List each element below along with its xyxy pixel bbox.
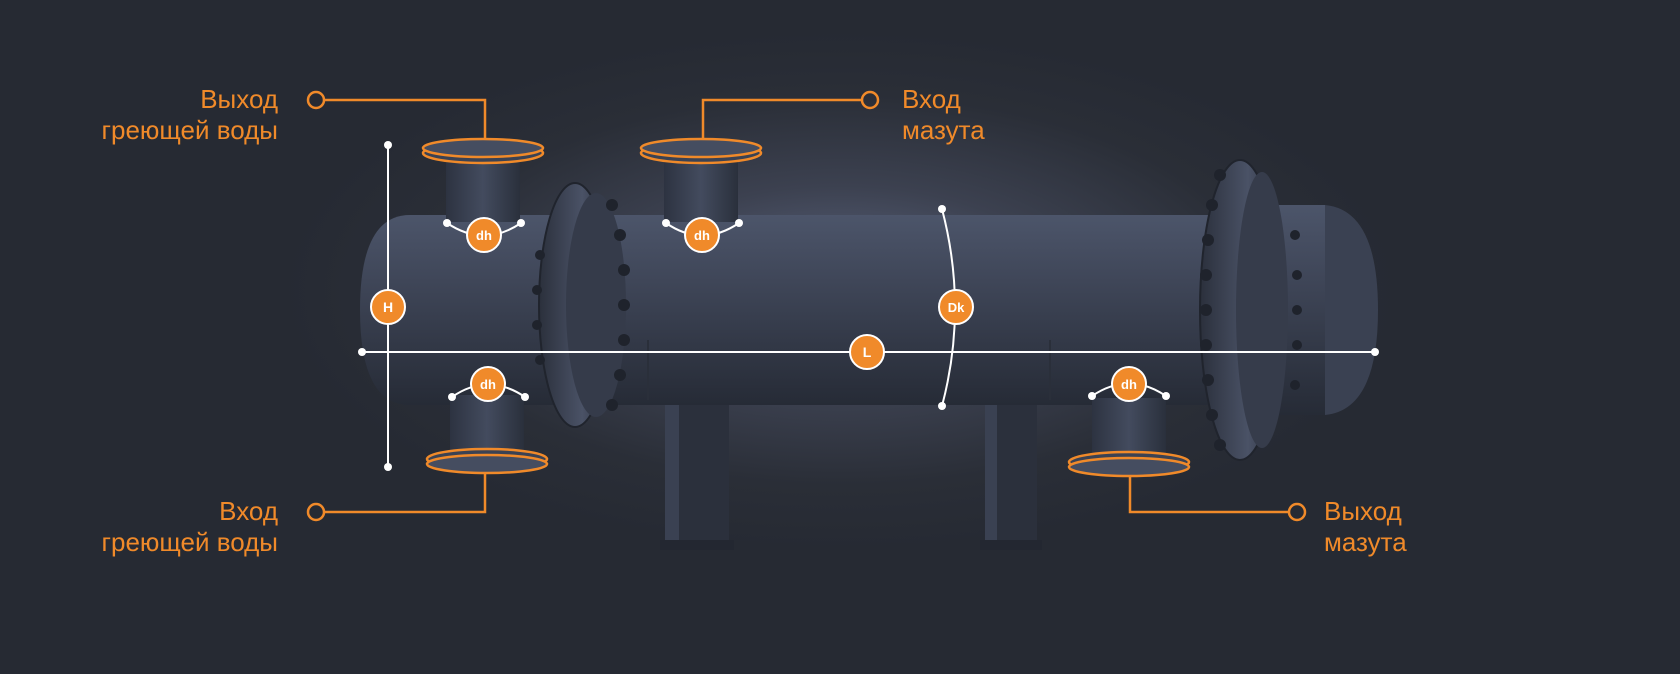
- nozzle-diameter-arc-1-end-left: [443, 219, 451, 227]
- label-inlet-heating-water: Вход греющей воды: [40, 496, 278, 558]
- nozzle-diameter-arc-3-end-right: [521, 393, 529, 401]
- height-dimension-end-top: [384, 141, 392, 149]
- badge-length: L: [849, 334, 885, 370]
- nozzle-heating-water-outlet: [421, 137, 545, 222]
- nozzle-diameter-arc-2-end-right: [735, 219, 743, 227]
- body-flange-right: [1199, 159, 1302, 461]
- badge-nozzle-diameter-1-text: dh: [476, 228, 492, 243]
- badge-shell-diameter: Dk: [938, 289, 974, 325]
- callout-line-inlet-fuel-oil: [701, 98, 862, 140]
- label-inlet-heating-water-line1: Вход: [219, 496, 278, 526]
- label-inlet-fuel-oil: Вход мазута: [902, 84, 985, 146]
- callout-marker-outlet-heating-water: [306, 90, 326, 110]
- height-dimension-end-bottom: [384, 463, 392, 471]
- badge-nozzle-diameter-2: dh: [684, 217, 720, 253]
- nozzle-diameter-arc-4-end-right: [1162, 392, 1170, 400]
- nozzle-diameter-arc-4-end-left: [1088, 392, 1096, 400]
- label-outlet-fuel-oil-line1: Выход: [1324, 496, 1402, 526]
- badge-nozzle-diameter-3: dh: [470, 366, 506, 402]
- nozzle-diameter-arc-1-end-right: [517, 219, 525, 227]
- length-dimension-end-right: [1371, 348, 1379, 356]
- label-outlet-heating-water-line2: греющей воды: [101, 115, 278, 145]
- callout-line-outlet-heating-water: [324, 98, 487, 140]
- callout-line-inlet-heating-water: [324, 472, 487, 514]
- callout-line-outlet-fuel-oil: [1128, 475, 1289, 514]
- badge-shell-diameter-text: Dk: [948, 300, 965, 315]
- shell-diameter-end-top: [938, 205, 946, 213]
- callout-marker-outlet-fuel-oil: [1287, 502, 1307, 522]
- nozzle-fuel-oil-outlet: [1067, 398, 1191, 478]
- badge-nozzle-diameter-1: dh: [466, 217, 502, 253]
- callout-marker-inlet-heating-water: [306, 502, 326, 522]
- body-flange-left: [532, 182, 630, 428]
- length-dimension-end-left: [358, 348, 366, 356]
- label-inlet-fuel-oil-line2: мазута: [902, 115, 985, 145]
- badge-nozzle-diameter-3-text: dh: [480, 377, 496, 392]
- label-outlet-fuel-oil: Выход мазута: [1324, 496, 1407, 558]
- label-outlet-fuel-oil-line2: мазута: [1324, 527, 1407, 557]
- badge-height-text: H: [383, 299, 393, 315]
- label-outlet-heating-water-line1: Выход: [200, 84, 278, 114]
- badge-nozzle-diameter-2-text: dh: [694, 228, 710, 243]
- label-inlet-fuel-oil-line1: Вход: [902, 84, 961, 114]
- callout-lines: [306, 90, 1307, 522]
- label-inlet-heating-water-line2: греющей воды: [101, 527, 278, 557]
- badge-nozzle-diameter-4-text: dh: [1121, 377, 1137, 392]
- label-outlet-heating-water: Выход греющей воды: [40, 84, 278, 146]
- badge-nozzle-diameter-4: dh: [1111, 366, 1147, 402]
- nozzle-heating-water-inlet: [425, 395, 549, 475]
- nozzle-diameter-arc-2-end-left: [662, 219, 670, 227]
- badge-length-text: L: [863, 344, 872, 360]
- nozzle-fuel-oil-inlet: [639, 137, 763, 222]
- shell-diameter-end-bottom: [938, 402, 946, 410]
- callout-marker-inlet-fuel-oil: [860, 90, 880, 110]
- badge-height: H: [370, 289, 406, 325]
- nozzle-diameter-arc-3-end-left: [448, 393, 456, 401]
